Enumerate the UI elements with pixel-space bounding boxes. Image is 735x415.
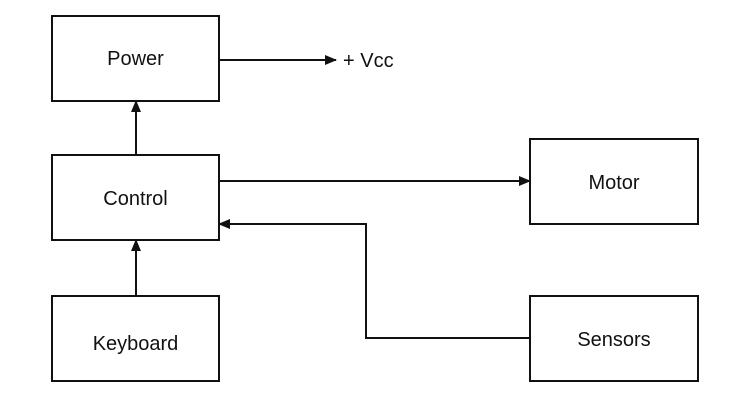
sensors-label: Sensors bbox=[577, 329, 650, 351]
sensors-block: Sensors bbox=[529, 295, 699, 382]
keyboard-label: Keyboard bbox=[93, 333, 179, 355]
power-block: Power bbox=[51, 15, 220, 102]
keyboard-block: Keyboard bbox=[51, 295, 220, 382]
control-label: Control bbox=[103, 188, 167, 210]
vcc-label: + Vcc bbox=[343, 50, 394, 72]
sensors-to-control-arrow bbox=[218, 219, 530, 339]
power-label: Power bbox=[107, 48, 164, 70]
motor-block: Motor bbox=[529, 138, 699, 225]
motor-label: Motor bbox=[588, 172, 639, 194]
control-block: Control bbox=[51, 154, 220, 241]
